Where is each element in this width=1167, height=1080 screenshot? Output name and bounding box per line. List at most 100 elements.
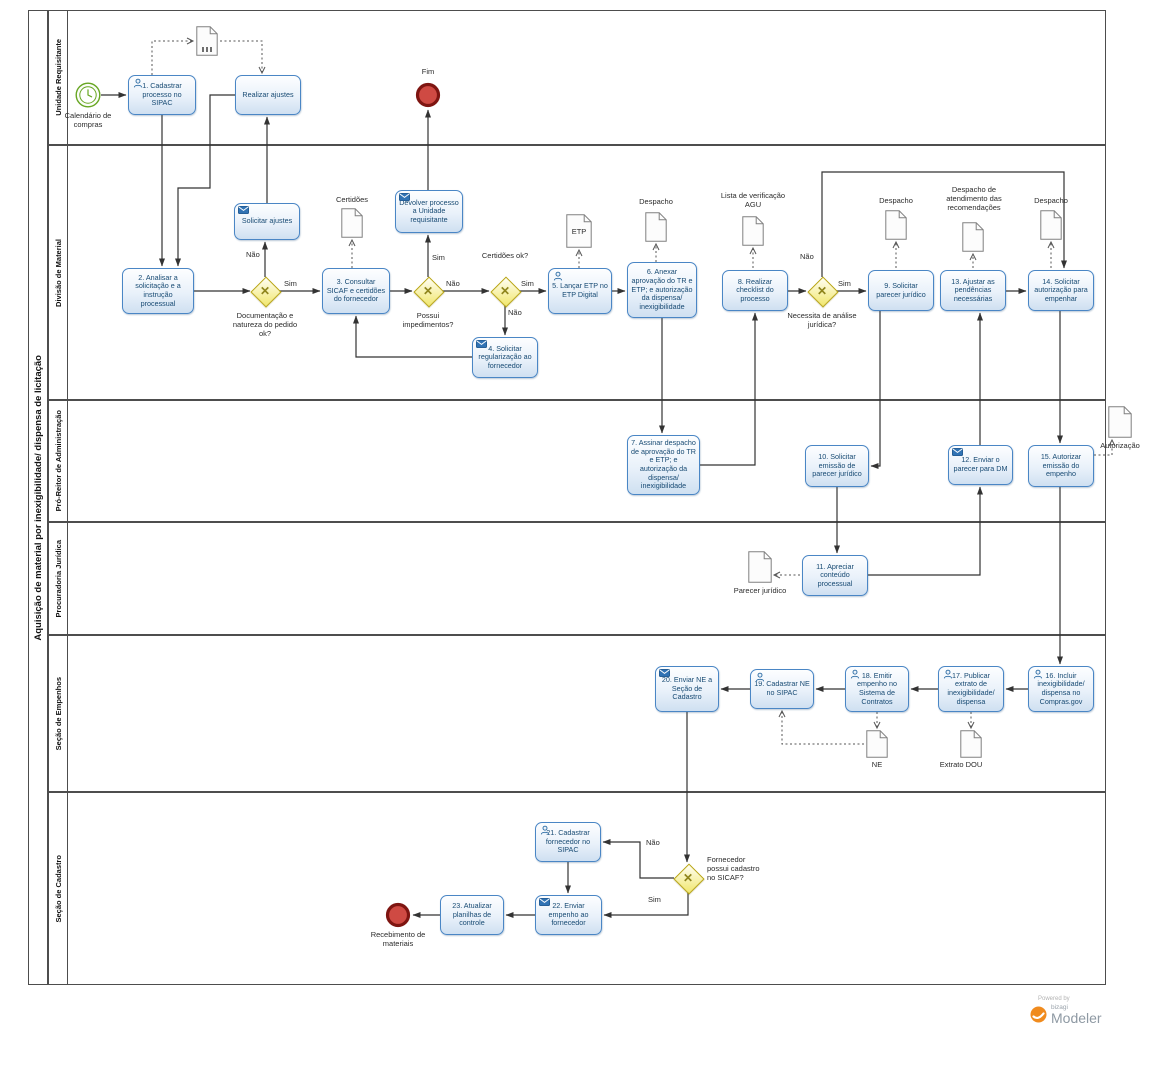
xor-marker-icon: ✕ [682,871,694,885]
task-solicitar-ajustes[interactable]: Solicitar ajustes [234,203,300,240]
doc-despacho-parecer[interactable] [885,210,907,240]
task-5-lancar-etp[interactable]: 5. Lançar ETP no ETP Digital [548,268,612,314]
modeler-wordmark: Modeler [1051,1010,1102,1027]
task-14-solicitar-autorizacao[interactable]: 14. Solicitar autorização para empenhar [1028,270,1094,311]
message-icon [476,340,487,350]
task-label: 15. Autorizar emissão do empenho [1040,452,1082,479]
user-icon-glyph [133,78,142,88]
task-18-emitir-empenho[interactable]: 18. Emitir empenho no Sistema de Contrat… [845,666,909,712]
task-label: Devolver processo a Unidade requisitante [399,197,459,224]
lane-5 [48,635,1106,792]
powered-by-label: Powered by [1038,996,1070,1002]
gateway-documentacao-ok-label: Documentação e natureza do pedido ok? [232,311,298,338]
user-icon-glyph [755,672,764,682]
doc-processo[interactable] [196,26,218,56]
task-17-publicar-extrato[interactable]: 17. Publicar extrato de inexigibilidade/… [938,666,1004,712]
doc-despacho-atendimento[interactable] [962,222,984,252]
task-1-cadastrar-processo[interactable]: 1. Cadastrar processo no SIPAC [128,75,196,115]
doc-ne[interactable] [866,730,888,758]
task-23-atualizar-planilhas[interactable]: 23. Atualizar planilhas de controle [440,895,504,935]
task-devolver-processo[interactable]: Devolver processo a Unidade requisitante [395,190,463,233]
xor-marker-icon: ✕ [422,284,434,298]
message-icon [952,448,963,458]
doc-despacho-tr[interactable] [645,212,667,242]
doc-lista-agu[interactable] [742,216,764,246]
gateway-necessita-analise[interactable]: ✕ [806,275,839,308]
event-end-recebimento[interactable] [385,902,411,928]
task-label: Solicitar ajustes [241,216,293,226]
task-21-cadastrar-fornecedor[interactable]: 21. Cadastrar fornecedor no SIPAC [535,822,601,862]
task-4-solicitar-regularizacao[interactable]: 4. Solicitar regularização ao fornecedor [472,337,538,378]
task-7-assinar-despacho[interactable]: 7. Assinar despacho de aprovação do TR e… [627,435,700,495]
lane-6-header: Seção de Cadastro [48,792,68,985]
task-label: 11. Apreciar conteúdo processual [816,561,854,588]
doc-extrato-dou-label: Extrato DOU [939,760,983,769]
task-6-anexar-aprovacao[interactable]: 6. Anexar aprovação do TR e ETP; e autor… [627,262,697,318]
user-icon [754,672,765,682]
message-icon-glyph [238,206,249,214]
task-20-enviar-ne[interactable]: 20. Enviar NE a Seção de Cadastro [655,666,719,712]
message-icon-glyph [476,340,487,348]
task-label: 13. Ajustar as pendências necessárias [951,276,995,303]
label-gw5-sim: Sim [648,895,661,904]
gateway-necessita-analise-label: Necessita de análise jurídica? [787,311,857,329]
task-9-solicitar-parecer[interactable]: 9. Solicitar parecer jurídico [868,270,934,311]
task-label: 4. Solicitar regularização ao fornecedor [478,343,532,370]
user-icon [849,669,860,679]
gateway-possui-impedimentos-label: Possui impedimentos? [402,311,454,329]
task-label: 8. Realizar checklist do processo [736,276,774,303]
task-label: 16. Incluir inexigibilidade/ dispensa no… [1037,670,1085,706]
label-gw5-nao: Não [646,838,660,847]
task-8-realizar-checklist[interactable]: 8. Realizar checklist do processo [722,270,788,311]
doc-lista-agu-label: Lista de verificação AGU [720,191,786,209]
doc-certidoes-label: Certidões [335,195,369,204]
task-11-apreciar-conteudo[interactable]: 11. Apreciar conteúdo processual [802,555,868,596]
task-label: 17. Publicar extrato de inexigibilidade/… [947,670,995,706]
document-icon [748,551,772,583]
message-icon [659,669,670,679]
label-gw1-sim: Sim [284,279,297,288]
doc-despacho-atendimento-label: Despacho de atendimento das recomendaçõe… [946,185,1002,212]
user-icon [552,271,563,281]
task-label: 19. Cadastrar NE no SIPAC [754,679,810,697]
task-22-enviar-empenho[interactable]: 22. Enviar empenho ao fornecedor [535,895,602,935]
lane-6-title: Seção de Cadastro [53,854,63,923]
doc-despacho-autorizacao[interactable] [1040,210,1062,240]
gateway-documentacao-ok[interactable]: ✕ [249,275,282,308]
task-15-autorizar-emissao[interactable]: 15. Autorizar emissão do empenho [1028,445,1094,487]
gateway-certidoes-ok[interactable]: ✕ [489,275,522,308]
task-16-incluir-inexigibilidade[interactable]: 16. Incluir inexigibilidade/ dispensa no… [1028,666,1094,712]
message-icon-glyph [659,669,670,677]
document-icon [196,26,218,56]
task-3-consultar-sicaf[interactable]: 3. Consultar SICAF e certidões do fornec… [322,268,390,314]
doc-parecer-juridico[interactable] [748,551,772,583]
doc-extrato-dou[interactable] [960,730,982,758]
user-icon-glyph [850,669,859,679]
lane-2-header: Divisão de Material [48,145,68,400]
user-icon [1032,669,1043,679]
lane-4 [48,522,1106,635]
lane-3-title: Pró-Reitor de Administração [53,410,63,512]
task-19-cadastrar-ne[interactable]: 19. Cadastrar NE no SIPAC [750,669,814,709]
task-2-analisar-solicitacao[interactable]: 2. Analisar a solicitação e a instrução … [122,268,194,314]
task-13-ajustar-pendencias[interactable]: 13. Ajustar as pendências necessárias [940,270,1006,311]
task-10-solicitar-emissao-parecer[interactable]: 10. Solicitar emissão de parecer jurídic… [805,445,869,487]
gateway-possui-impedimentos[interactable]: ✕ [412,275,445,308]
lane-3-header: Pró-Reitor de Administração [48,400,68,522]
task-realizar-ajustes[interactable]: Realizar ajustes [235,75,301,115]
task-12-enviar-parecer-dm[interactable]: 12. Enviar o parecer para DM [948,445,1013,485]
gateway-fornecedor-sicaf[interactable]: ✕ [672,862,705,895]
message-icon [539,898,550,908]
event-end-fim[interactable] [415,82,441,108]
doc-certidoes[interactable] [341,208,363,238]
label-gw4-nao: Não [800,252,814,261]
doc-etp[interactable] [566,214,592,248]
label-gw3-sim: Sim [521,279,534,288]
user-icon-glyph [1033,669,1042,679]
doc-despacho-parecer-label: Despacho [879,196,913,205]
document-icon [1040,210,1062,240]
event-start-calendario[interactable] [75,82,101,108]
lane-4-header: Procuradoria Jurídica [48,522,68,635]
doc-autorizacao[interactable] [1108,406,1132,438]
